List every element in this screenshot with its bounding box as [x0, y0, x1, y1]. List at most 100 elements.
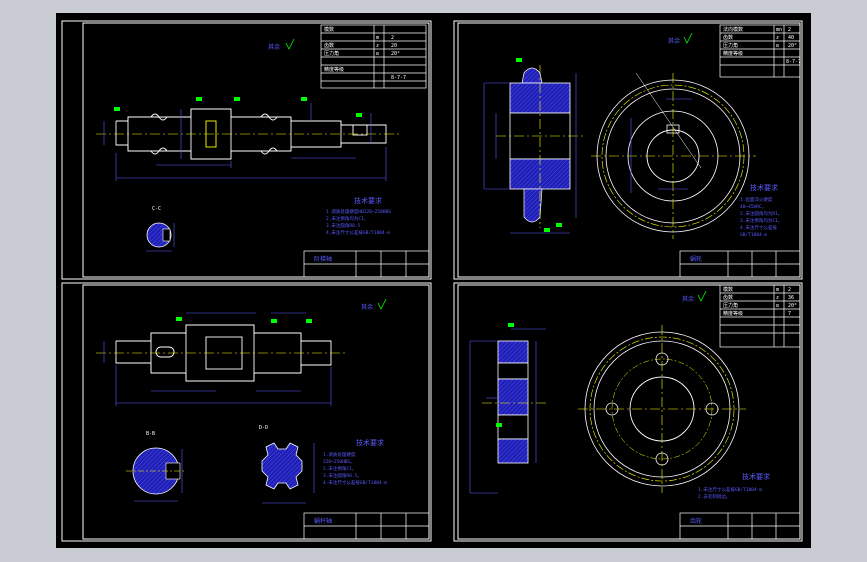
tech-notes-tr: 1.齿面淬火硬度 40~45HRC。 2.未注圆角均为R1。 3.未注倒角均为C… — [740, 196, 782, 238]
svg-text:1.齿面淬火硬度: 1.齿面淬火硬度 — [740, 196, 773, 203]
roughness-marks-tr — [516, 58, 562, 232]
svg-text:2.去毛刺锐边。: 2.去毛刺锐边。 — [698, 493, 730, 500]
dimensions-tr-front — [630, 98, 692, 193]
param-name: 齿数 — [723, 294, 733, 301]
section-label-dd: D-D — [259, 425, 268, 431]
param-name: 模数 — [324, 26, 334, 33]
dimensions-br — [469, 328, 546, 494]
tech-requirements-title: 技术要求 — [356, 438, 384, 447]
wormgear-front — [591, 72, 756, 239]
param-value: 40 — [788, 35, 794, 41]
sheet-frame-bl — [61, 282, 432, 542]
svg-text:220~250HBS。: 220~250HBS。 — [323, 459, 355, 465]
roughness-symbol-icon — [683, 32, 693, 44]
param-value: 36 — [788, 295, 794, 301]
title-block-br — [679, 512, 801, 540]
roughness-marks-tl — [114, 97, 362, 117]
param-symbol: α — [776, 43, 779, 49]
sheet-frame-tr — [453, 20, 803, 280]
param-value: 8-7-7 — [786, 59, 801, 65]
param-name: 齿数 — [723, 34, 733, 41]
param-table-br — [719, 284, 801, 348]
param-value: 7 — [788, 311, 791, 317]
tech-notes-tl: 1.调质处理硬度HB220~250HBS 2.未注倒角均为C1。 3.未注圆角R… — [326, 208, 391, 236]
svg-text:4.未注尺寸公差按GB/T1804-m: 4.未注尺寸公差按GB/T1804-m — [326, 229, 390, 236]
param-symbol: m — [776, 287, 779, 293]
param-value: 20° — [391, 51, 400, 57]
param-table-tl — [320, 24, 427, 89]
title-block-bl — [303, 512, 430, 540]
svg-text:2.未注圆角均为R1。: 2.未注圆角均为R1。 — [740, 210, 782, 217]
param-name: 模数 — [723, 286, 733, 293]
tech-notes-bl: 1.调质处理硬度 220~250HBS。 2.未注倒角C1。 3.未注圆角R0.… — [323, 451, 387, 486]
param-value: 2 — [391, 35, 394, 41]
tech-requirements-title: 技术要求 — [354, 196, 382, 205]
svg-text:2.未注倒角均为C1。: 2.未注倒角均为C1。 — [326, 215, 368, 222]
param-name: 压力角 — [723, 42, 738, 49]
roughness-symbol-icon — [697, 290, 707, 302]
sheet-tl: 模数 m 2 齿数 z 20 压力角 α 20° 精度等级 8-7-7 其余 — [96, 24, 430, 278]
tech-notes-br: 1.未注尺寸公差按GB/T1804-m 2.去毛刺锐边。 — [698, 486, 762, 500]
param-value: 2 — [788, 27, 791, 33]
svg-text:40~45HRC。: 40~45HRC。 — [740, 204, 766, 210]
shaft-outline — [115, 108, 387, 160]
gear-front — [578, 325, 746, 493]
param-name: 齿数 — [324, 42, 334, 49]
svg-text:1.调质处理硬度HB220~250HBS: 1.调质处理硬度HB220~250HBS — [326, 208, 391, 215]
section-dd-dims — [262, 443, 315, 504]
sheet-br: 模数 m 2 齿数 z 36 压力角 α 20° 精度等级 7 其余 — [469, 284, 801, 540]
sheet-frame-tl — [61, 20, 432, 280]
sheet-border-tr — [457, 22, 801, 278]
param-table-tr — [719, 24, 801, 78]
title-block-tr — [679, 250, 801, 278]
param-value: 20° — [788, 303, 797, 309]
section-bb-dims — [134, 449, 183, 502]
title-block-name: 阶梯轴 — [314, 255, 332, 263]
svg-text:1.未注尺寸公差按GB/T1804-m: 1.未注尺寸公差按GB/T1804-m — [698, 486, 762, 493]
roughness-note: 其余 — [668, 37, 680, 45]
param-symbol: z — [776, 295, 779, 301]
sheet-frame-br — [453, 282, 803, 542]
roughness-marks-br — [496, 323, 514, 427]
param-name: 精度等级 — [324, 66, 344, 73]
keyway — [162, 228, 171, 242]
cad-drawing: 模数 m 2 齿数 z 20 压力角 α 20° 精度等级 8-7-7 其余 — [61, 20, 803, 542]
sheet-border-bl — [82, 284, 430, 540]
title-block-name: 蜗轮 — [690, 255, 702, 263]
param-name: 精度等级 — [723, 310, 743, 317]
section-cc-dims — [146, 223, 175, 252]
param-symbol: mn — [776, 27, 782, 33]
svg-text:GB/T1804-m: GB/T1804-m — [740, 232, 767, 238]
title-block-name: 蜗杆轴 — [314, 517, 332, 525]
param-value: 2 — [788, 287, 791, 293]
svg-text:3.未注倒角均为C1。: 3.未注倒角均为C1。 — [740, 217, 782, 224]
param-value: 20 — [391, 43, 397, 49]
tech-requirements-title: 技术要求 — [742, 472, 770, 481]
svg-text:2.未注倒角C1。: 2.未注倒角C1。 — [323, 465, 356, 472]
param-name: 精度等级 — [723, 50, 743, 57]
title-block-name: 齿轮 — [690, 517, 702, 525]
param-symbol: z — [776, 35, 779, 41]
param-symbol: z — [376, 43, 379, 49]
dimensions-bl — [103, 312, 332, 406]
svg-text:3.未注圆角R0.5。: 3.未注圆角R0.5。 — [323, 472, 362, 479]
sheet-border-br — [457, 284, 801, 540]
drawing-canvas[interactable]: 模数 m 2 齿数 z 20 压力角 α 20° 精度等级 8-7-7 其余 — [56, 13, 811, 548]
svg-text:4.未注尺寸公差按GB/T1804-m: 4.未注尺寸公差按GB/T1804-m — [323, 479, 387, 486]
sheet-tr: 法向模数 mn 2 齿数 z 40 压力角 α 20° 精度等级 8-7-7 其… — [483, 24, 801, 278]
param-value: 20° — [788, 43, 797, 49]
roughness-marks-bl — [176, 317, 312, 323]
svg-text:3.未注圆角R0.5: 3.未注圆角R0.5 — [326, 222, 361, 229]
param-symbol: α — [376, 51, 379, 57]
tech-requirements-title: 技术要求 — [750, 183, 778, 192]
roughness-note: 其余 — [268, 43, 280, 51]
dimensions-tl — [103, 103, 387, 181]
roughness-note: 其余 — [361, 303, 373, 311]
section-label-bb: B-B — [146, 431, 155, 437]
gear-section — [482, 340, 546, 464]
svg-text:4.未注尺寸公差按: 4.未注尺寸公差按 — [740, 224, 777, 231]
param-symbol: α — [776, 303, 779, 309]
sheet-border-tl — [82, 22, 430, 278]
roughness-symbol-icon — [377, 298, 387, 310]
wormgear-section — [496, 65, 586, 228]
